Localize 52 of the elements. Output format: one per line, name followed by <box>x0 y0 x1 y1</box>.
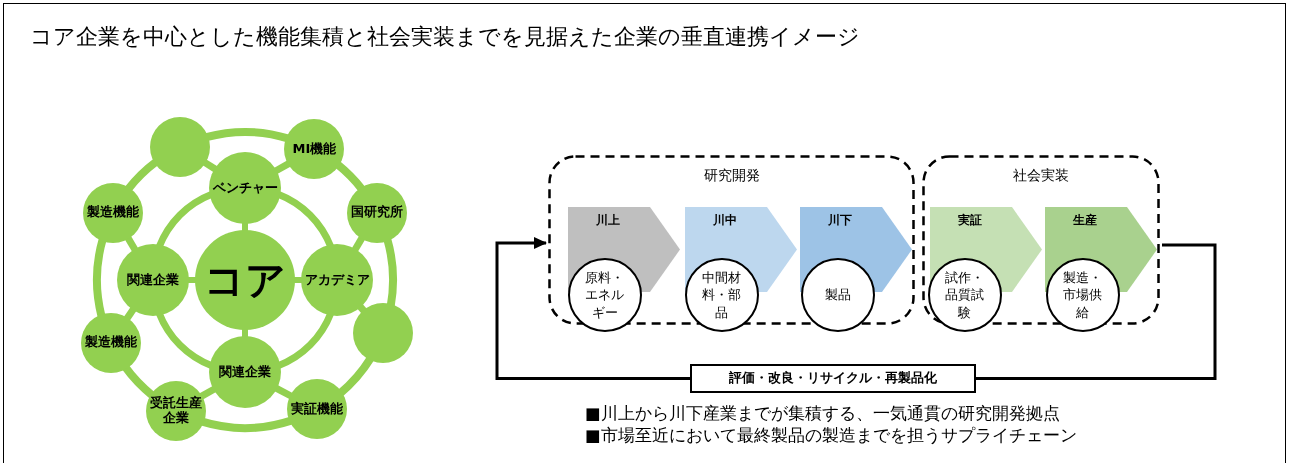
node-label: MI機能 <box>292 141 337 157</box>
network-circle <box>150 116 211 177</box>
connector-line <box>187 277 197 283</box>
node-label: 製造・市場供給 <box>1062 268 1104 322</box>
node-label: 評価・改良・リサイクル・再製品化 <box>729 371 937 386</box>
diagram-title: コア企業を中心とした機能集積と社会実装までを見据えた企業の垂直連携イメージ <box>30 23 860 51</box>
node-label: 原料・エネルギー <box>584 268 626 322</box>
connector-line <box>356 303 368 315</box>
network-circle <box>286 379 347 440</box>
connector-line <box>293 277 303 283</box>
node-label: 製品 <box>824 286 852 304</box>
label-box <box>690 364 976 393</box>
group-title: 研究開発 <box>702 167 761 185</box>
stage-label: 実証 <box>957 212 983 229</box>
connector-line <box>125 158 159 192</box>
connector-line <box>242 222 248 232</box>
bullet-text: ■川上から川下産業までが集積する、一気通貫の研究開発拠点 <box>585 403 1060 425</box>
connector-line <box>273 384 294 400</box>
network-circle <box>80 312 141 373</box>
node-label: 関連企業 <box>219 364 271 380</box>
node-label: 製造機能 <box>84 335 137 350</box>
stage-label: 川中 <box>712 212 738 229</box>
stage-label: 川下 <box>827 212 853 229</box>
stage-label: 生産 <box>1072 212 1098 229</box>
connector-line <box>93 237 107 317</box>
connector-line <box>242 328 248 338</box>
connector-line <box>335 161 365 192</box>
connector-line <box>121 364 155 399</box>
bullet-text: ■市場至近において最終製品の製造までを担うサプライチェーン <box>585 425 1077 447</box>
node-label: 関連企業 <box>127 272 179 288</box>
connector-line <box>198 385 217 401</box>
connector-line <box>124 235 139 253</box>
group-title: 社会実装 <box>1012 167 1070 185</box>
node-label: 試作・品質試験 <box>944 268 986 322</box>
connector-line <box>205 128 290 143</box>
connector-line <box>200 416 293 432</box>
node-label: 国研究所 <box>350 205 403 221</box>
stage-label: 川上 <box>595 212 621 229</box>
connector-line <box>976 243 1217 380</box>
node-label: ベンチャー <box>212 180 278 196</box>
node-label: アカデミア <box>304 272 370 288</box>
connector-line <box>383 237 397 307</box>
node-label: 製造機能 <box>87 205 140 221</box>
connector-line <box>123 306 137 322</box>
node-label: 実証機能 <box>290 401 343 417</box>
connector-line <box>351 235 366 253</box>
connector-line <box>201 158 219 173</box>
node-label: 受託生産企業 <box>148 395 203 426</box>
connector-arrow <box>495 237 690 380</box>
node-label: コア <box>204 257 286 303</box>
node-label: 中間材料・部品 <box>701 268 743 322</box>
connector-line <box>273 159 292 175</box>
